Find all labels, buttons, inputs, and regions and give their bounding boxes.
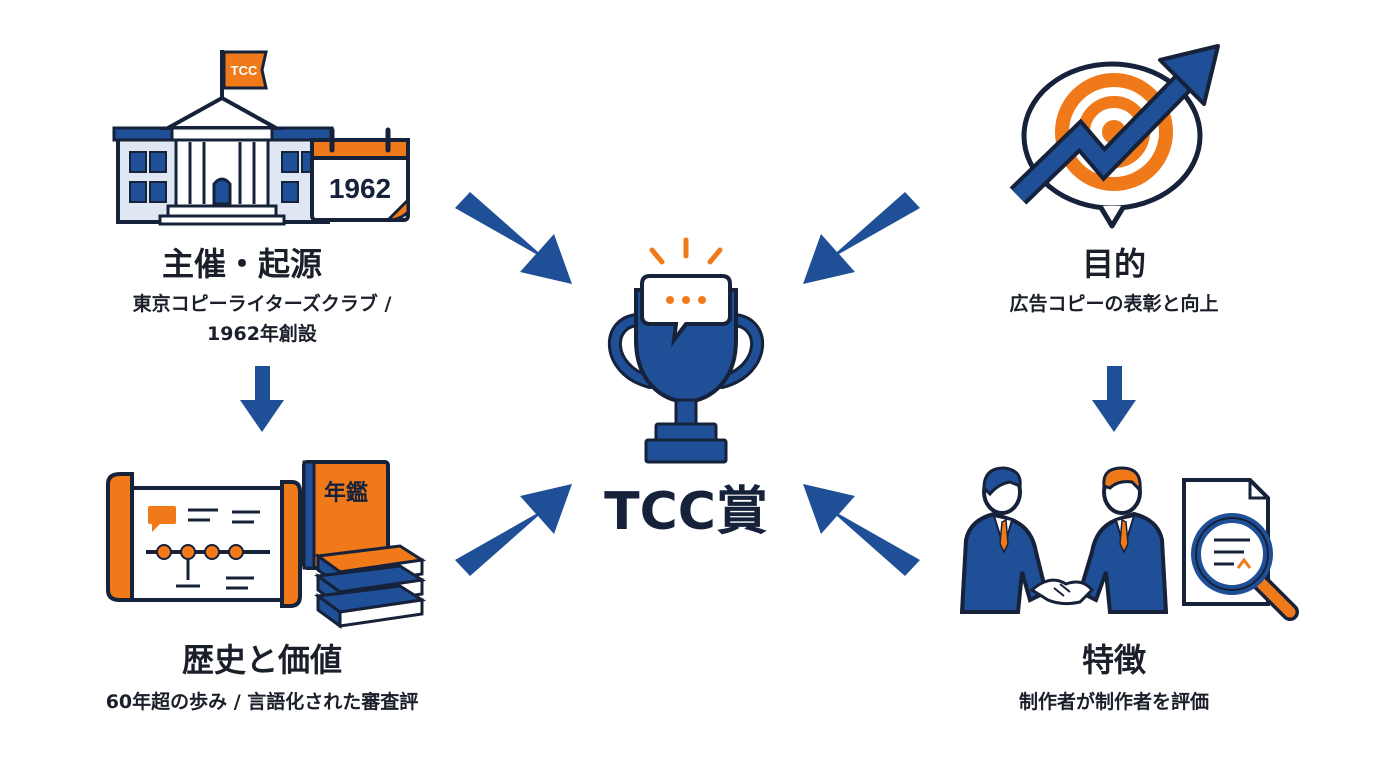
flag-tcc-label: TCC <box>231 63 258 78</box>
purpose-desc: 広告コピーの表彰と向上 <box>1009 293 1219 315</box>
origin-desc-line2: 1962年創設 <box>207 323 317 345</box>
arrow-origin-to-history <box>240 366 284 432</box>
arrow-origin-to-center <box>455 192 572 284</box>
arrow-history-to-center <box>455 484 572 576</box>
target-growth-arrow-icon <box>1009 44 1220 229</box>
history-desc: 60年超の歩み / 言語化された審査評 <box>105 691 419 713</box>
feature-title: 特徴 <box>1081 641 1146 679</box>
building-calendar-icon: TCC 1962 <box>112 50 410 226</box>
feature-desc: 制作者が制作者を評価 <box>1018 691 1209 713</box>
timeline-scroll-books-icon: 年鑑 <box>106 460 427 629</box>
origin-title: 主催・起源 <box>161 245 322 283</box>
arrow-feature-to-center <box>803 484 920 576</box>
origin-desc-line1: 東京コピーライターズクラブ / <box>132 293 392 315</box>
yearbook-label: 年鑑 <box>324 480 368 506</box>
purpose-title: 目的 <box>1081 245 1146 283</box>
arrow-purpose-to-center <box>803 192 920 284</box>
center-title: TCC賞 <box>604 482 768 542</box>
history-title: 歴史と価値 <box>181 641 342 679</box>
trophy-speech-bubble-icon <box>608 237 764 464</box>
calendar-year-label: 1962 <box>329 173 391 204</box>
arrow-purpose-to-feature <box>1092 366 1136 432</box>
handshake-magnifier-icon <box>959 466 1299 621</box>
